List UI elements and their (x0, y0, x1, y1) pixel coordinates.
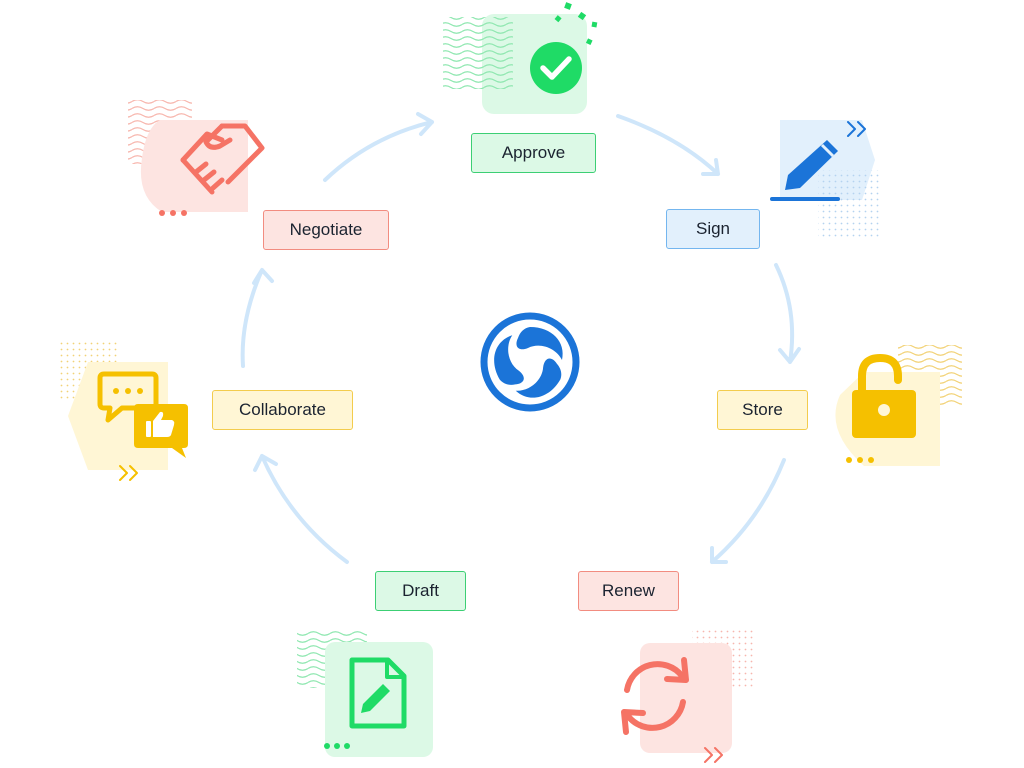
negotiate-illustration (128, 100, 265, 216)
arrow-draft-to-collaborate (253, 454, 349, 564)
refresh-icon (621, 657, 689, 735)
chat-thumbs-up-icon (97, 371, 188, 458)
cycle-arrows (240, 112, 801, 564)
chevron-double-right-icon (704, 747, 723, 763)
thumbs-up-icon (146, 411, 175, 437)
triple-swirl-logo-icon (480, 312, 580, 412)
draft-illustration (297, 630, 433, 757)
check-circle-icon (530, 42, 582, 94)
ellipsis-icon (159, 210, 187, 216)
chevron-double-right-icon (119, 465, 138, 481)
stage-label-approve: Approve (471, 133, 596, 173)
confetti-decoration (554, 2, 598, 45)
renew-illustration (621, 630, 754, 763)
stage-label-draft: Draft (375, 571, 466, 611)
handshake-icon (180, 123, 265, 195)
ellipsis-icon (846, 457, 874, 463)
approve-illustration (443, 2, 598, 114)
stage-label-negotiate: Negotiate (263, 210, 389, 250)
padlock-icon (852, 353, 916, 438)
stage-label-sign: Sign (666, 209, 760, 249)
chevron-double-right-icon (847, 121, 866, 137)
arrow-sign-to-store (774, 263, 801, 364)
arrow-negotiate-to-approve (323, 112, 434, 182)
pen-icon (770, 140, 840, 201)
arrow-store-to-renew (710, 458, 786, 564)
stage-label-collaborate: Collaborate (212, 390, 353, 430)
document-edit-icon (349, 657, 407, 729)
ellipsis-icon (324, 743, 350, 749)
sign-illustration (770, 120, 880, 238)
stage-label-renew: Renew (578, 571, 679, 611)
arrow-collaborate-to-negotiate (240, 268, 274, 368)
arrow-approve-to-sign (616, 114, 720, 176)
stage-label-store: Store (717, 390, 808, 430)
store-illustration (835, 345, 962, 466)
collaborate-illustration (60, 340, 188, 481)
